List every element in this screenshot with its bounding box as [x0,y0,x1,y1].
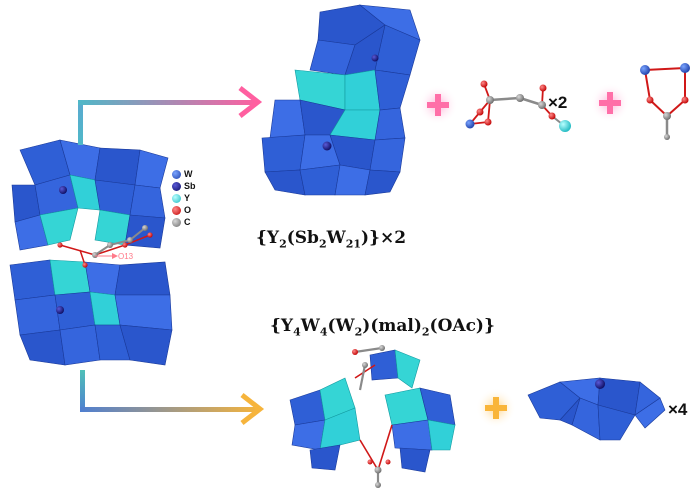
full-cluster-structure [9,139,173,366]
y4w4-cluster [289,345,456,488]
y2-sb2w21-cluster [261,4,421,196]
y-atom-icon [172,193,181,203]
multiplier-top: ×2 [548,93,567,112]
w-atom-icon [172,169,181,179]
plus-sign-2 [590,83,630,123]
arrow-top [78,86,263,145]
o-atom-icon [172,205,181,215]
legend-label-y: Y [184,193,191,203]
legend-item-c: C [172,216,196,228]
legend-label-o: O [184,205,192,215]
plus-sign-3 [476,388,516,428]
multiplier-bottom: ×4 [668,400,688,419]
c-atom-icon [172,217,181,227]
arrow-bottom [80,370,265,425]
formula-y2-sb2w21: {Y2(Sb2W21)}×2 [256,228,407,251]
malonate-ligand [465,80,571,132]
legend-item-sb: Sb [172,180,196,192]
atom-label-o13: O13 [118,252,134,261]
legend-item-o: O [172,204,196,216]
element-legend: W Sb Y O C [172,168,196,228]
plus-sign-1 [418,85,458,125]
acetate-ligand [640,63,690,140]
sb-atom-icon [172,181,181,191]
formula-y4w4: {Y4W4(W2)(mal)2(OAc)} [270,316,495,339]
legend-item-w: W [172,168,196,180]
sbw9-unit [527,377,666,441]
legend-label-w: W [184,169,193,179]
legend-label-sb: Sb [184,181,196,191]
legend-label-c: C [184,217,191,227]
legend-item-y: Y [172,192,196,204]
